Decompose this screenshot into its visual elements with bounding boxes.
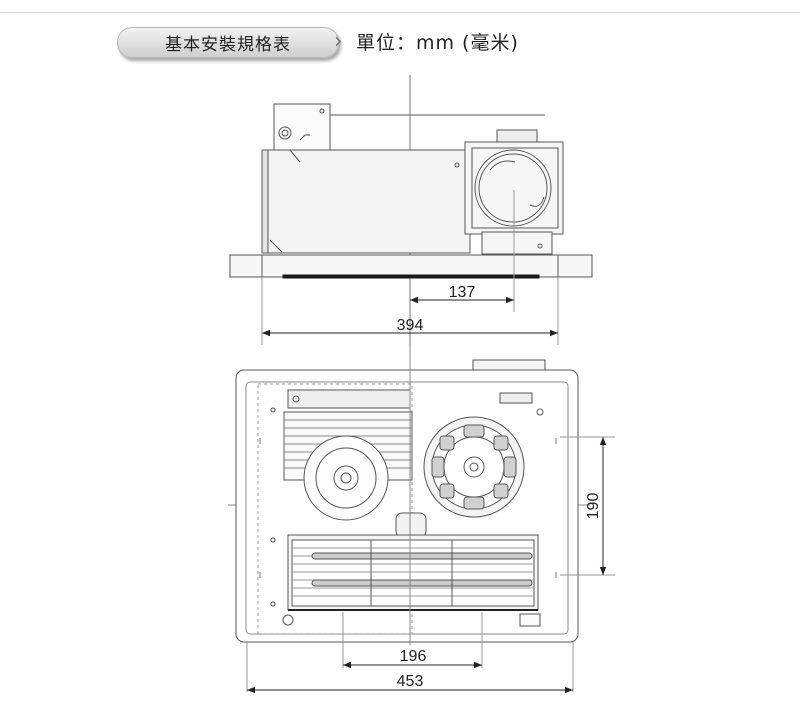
- dimension-196: 196: [400, 648, 427, 665]
- dimension-453: 453: [397, 673, 424, 690]
- spec-title-badge: 基本安裝規格表: [117, 27, 339, 58]
- dimension-137: 137: [449, 284, 476, 301]
- side-view: [229, 75, 593, 345]
- top-divider: [0, 12, 800, 13]
- top-view-dimensions: [246, 436, 615, 694]
- unit-label: 單位：mm (毫米): [356, 32, 519, 54]
- dimension-394: 394: [397, 317, 424, 334]
- side-view-dimensions: [261, 190, 559, 345]
- dimension-190: 190: [585, 493, 602, 520]
- top-view: [228, 359, 590, 643]
- chevron-right-icon: ›: [334, 29, 343, 54]
